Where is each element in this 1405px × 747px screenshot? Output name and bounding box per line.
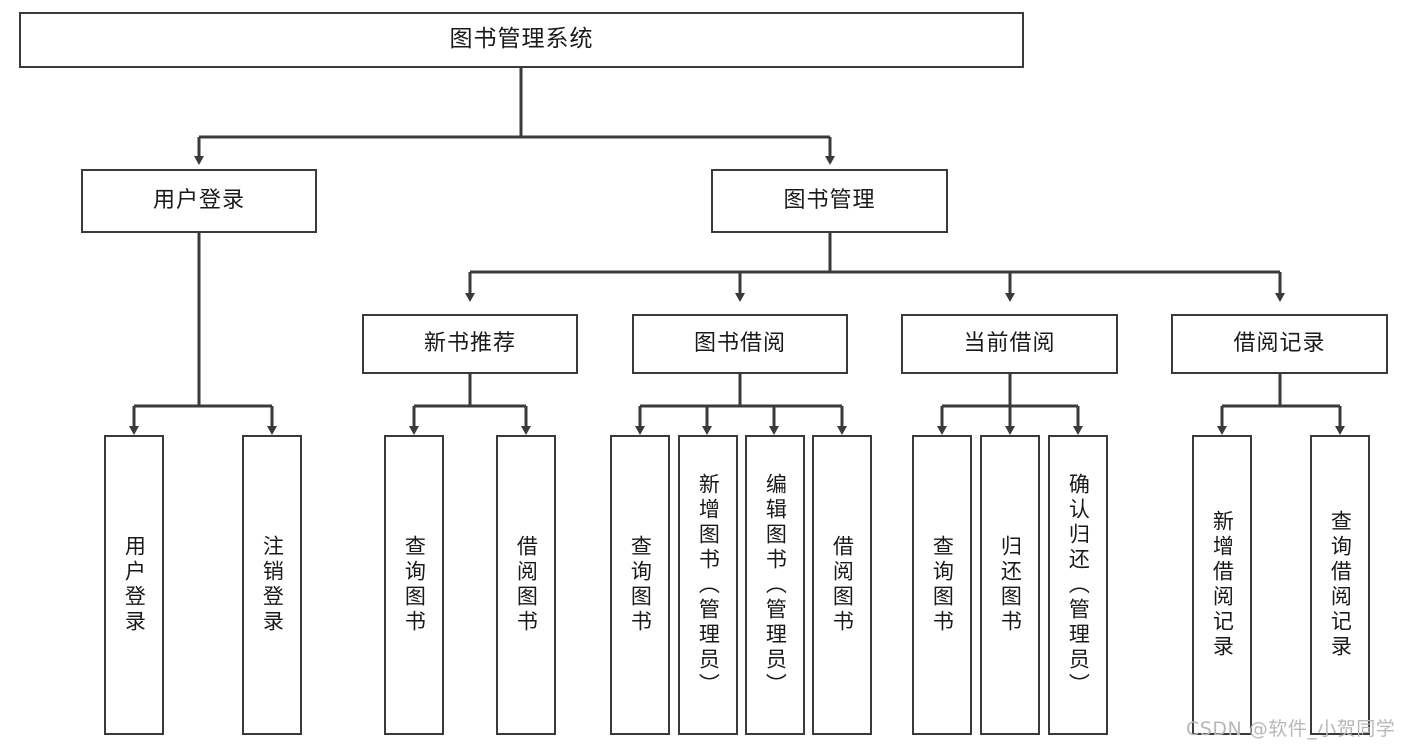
node-user-login[interactable]: 用户登录 <box>81 169 317 233</box>
node-borrow-record-label: 借阅记录 <box>1233 331 1326 357</box>
leaf-query-book-2-label: 查询图书 <box>628 535 653 635</box>
leaf-query-book-3[interactable]: 查询图书 <box>912 435 972 735</box>
leaf-borrow-book-2[interactable]: 借阅图书 <box>812 435 872 735</box>
leaf-add-record-label: 新增借阅记录 <box>1210 510 1235 660</box>
leaf-return-book-label: 归还图书 <box>998 535 1023 635</box>
leaf-query-book-3-label: 查询图书 <box>930 535 955 635</box>
node-book-management[interactable]: 图书管理 <box>711 169 948 233</box>
leaf-query-book-1-label: 查询图书 <box>402 535 427 635</box>
leaf-return-book[interactable]: 归还图书 <box>980 435 1040 735</box>
leaf-user-login-label: 用户登录 <box>122 535 147 635</box>
leaf-borrow-book-2-label: 借阅图书 <box>830 535 855 635</box>
leaf-logout-login-label: 注销登录 <box>260 535 285 635</box>
node-book-borrow-label: 图书借阅 <box>693 331 786 357</box>
node-book-management-label: 图书管理 <box>783 188 876 214</box>
node-book-borrow[interactable]: 图书借阅 <box>632 314 848 374</box>
node-new-book-recommend[interactable]: 新书推荐 <box>362 314 578 374</box>
leaf-logout-login[interactable]: 注销登录 <box>242 435 302 735</box>
leaf-borrow-book-1[interactable]: 借阅图书 <box>496 435 556 735</box>
leaf-add-book[interactable]: 新增图书（管理员） <box>678 435 738 735</box>
leaf-query-book-2[interactable]: 查询图书 <box>610 435 670 735</box>
node-user-login-label: 用户登录 <box>152 188 245 214</box>
leaf-confirm-return-label: 确认归还（管理员） <box>1066 472 1091 698</box>
watermark: CSDN @软件_小贺同学 <box>1186 718 1396 740</box>
leaf-query-book-1[interactable]: 查询图书 <box>384 435 444 735</box>
node-borrow-record[interactable]: 借阅记录 <box>1171 314 1388 374</box>
node-current-borrow-label: 当前借阅 <box>963 331 1056 357</box>
node-new-book-recommend-label: 新书推荐 <box>423 331 516 357</box>
leaf-edit-book-label: 编辑图书（管理员） <box>763 472 788 698</box>
leaf-borrow-book-1-label: 借阅图书 <box>514 535 539 635</box>
node-root-label: 图书管理系统 <box>449 26 594 53</box>
leaf-confirm-return[interactable]: 确认归还（管理员） <box>1048 435 1108 735</box>
leaf-edit-book[interactable]: 编辑图书（管理员） <box>745 435 805 735</box>
node-root-book-management-system[interactable]: 图书管理系统 <box>19 12 1024 68</box>
node-current-borrow[interactable]: 当前借阅 <box>901 314 1118 374</box>
leaf-user-login[interactable]: 用户登录 <box>104 435 164 735</box>
leaf-add-book-label: 新增图书（管理员） <box>696 472 721 698</box>
leaf-query-record[interactable]: 查询借阅记录 <box>1310 435 1370 735</box>
leaf-add-record[interactable]: 新增借阅记录 <box>1192 435 1252 735</box>
leaf-query-record-label: 查询借阅记录 <box>1328 510 1353 660</box>
